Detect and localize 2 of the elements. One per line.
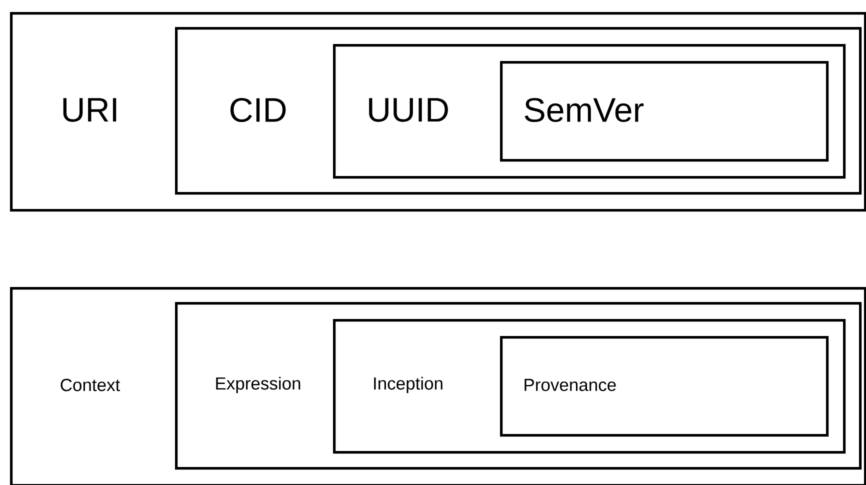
nested-box: Provenance — [500, 336, 829, 437]
nested-box: SemVer — [500, 61, 829, 162]
